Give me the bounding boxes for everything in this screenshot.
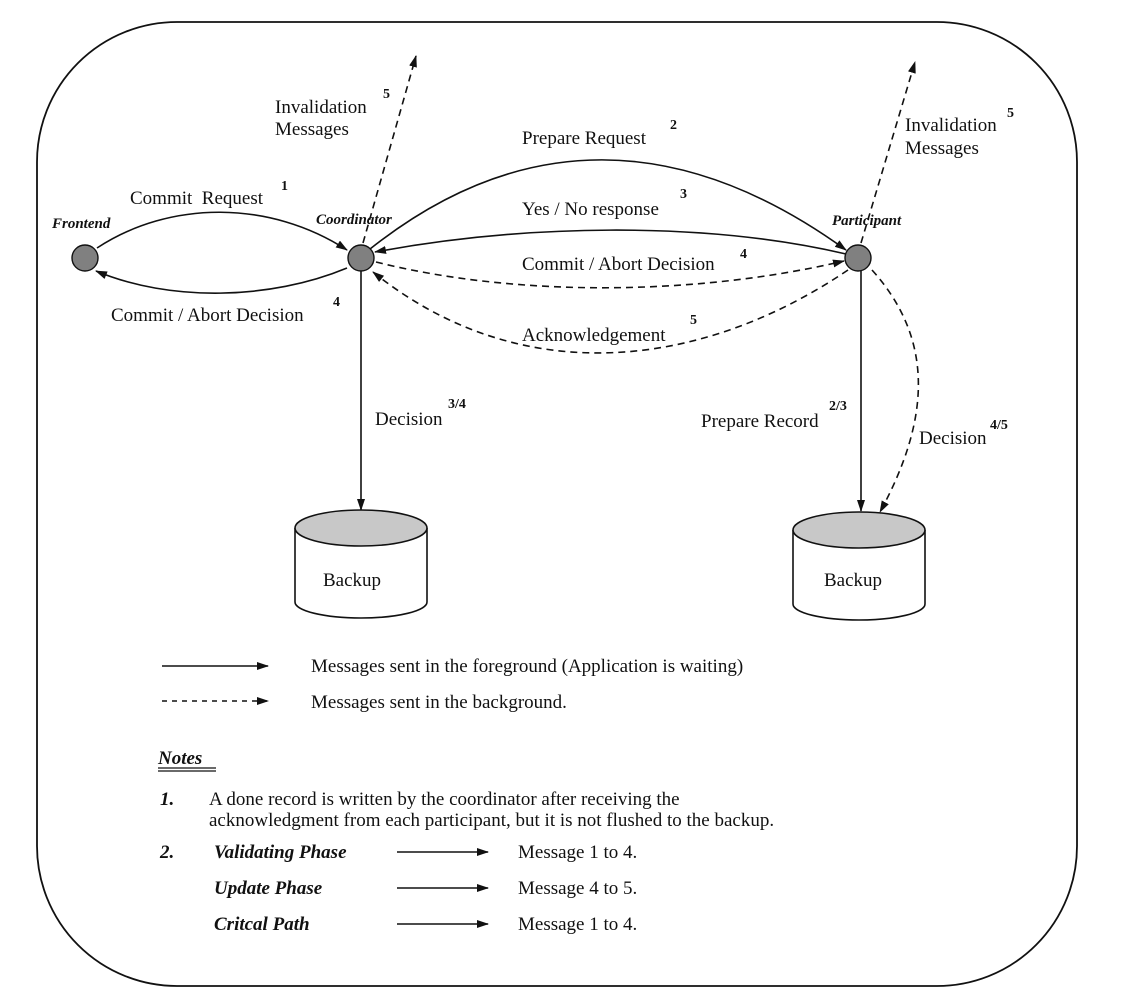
invalidation-coord-num: 5 — [383, 87, 390, 102]
legend: Messages sent in the foreground (Applica… — [162, 656, 743, 713]
coordinator-backup-label: Backup — [323, 570, 381, 591]
edge-commit-abort-participant — [375, 259, 845, 289]
note-1-line1: A done record is written by the coordina… — [209, 789, 680, 810]
yes-no-num: 3 — [680, 187, 687, 202]
diagram-frame — [36, 21, 1078, 987]
commit-abort-frontend-label: Commit / Abort Decision — [111, 305, 304, 326]
frontend-node — [71, 244, 99, 272]
commit-abort-part-num: 4 — [740, 247, 747, 262]
frontend-label: Frontend — [51, 216, 111, 232]
invalidation-part-line1: Invalidation — [905, 115, 997, 136]
phase-update-value: Message 4 to 5. — [518, 878, 637, 899]
note-1-line2: acknowledgment from each participant, bu… — [209, 810, 774, 831]
prepare-record-label: Prepare Record — [701, 411, 819, 432]
participant-node — [844, 244, 872, 272]
yes-no-label: Yes / No response — [522, 199, 659, 220]
invalidation-coord-line1: Invalidation — [275, 97, 367, 118]
legend-background-text: Messages sent in the background. — [311, 692, 567, 713]
edge-invalidation-coordinator — [362, 55, 417, 244]
edge-acknowledgement — [372, 269, 849, 354]
phase-validating-value: Message 1 to 4. — [518, 842, 637, 863]
prepare-request-label: Prepare Request — [522, 128, 647, 149]
invalidation-part-num: 5 — [1007, 106, 1014, 121]
phase-update-name: Update Phase — [214, 878, 323, 899]
invalidation-part-line2: Messages — [905, 138, 979, 159]
phase-validating-name: Validating Phase — [214, 842, 347, 863]
acknowledgement-num: 5 — [690, 313, 697, 328]
legend-foreground-text: Messages sent in the foreground (Applica… — [311, 656, 743, 677]
commit-abort-frontend-num: 4 — [333, 295, 340, 310]
coord-decision-num: 3/4 — [448, 397, 466, 412]
coordinator-node — [347, 244, 375, 272]
edge-prepare-request — [369, 159, 847, 251]
coordinator-label: Coordinator — [316, 212, 392, 228]
note-1-number: 1. — [160, 789, 174, 810]
notes-section: Notes 1. A done record is written by the… — [157, 748, 774, 935]
commit-abort-part-label: Commit / Abort Decision — [522, 254, 715, 275]
phase-critical-name: Critcal Path — [214, 914, 310, 935]
note-2-number: 2. — [159, 842, 174, 863]
prepare-request-num: 2 — [670, 118, 677, 133]
acknowledgement-label: Acknowledgement — [522, 325, 666, 346]
edge-part-decision — [871, 269, 920, 513]
edge-yes-no-response — [374, 229, 847, 255]
participant-backup-label: Backup — [824, 570, 882, 591]
invalidation-coord-line2: Messages — [275, 119, 349, 140]
commit-request-num: 1 — [281, 179, 288, 194]
edge-commit-request — [96, 211, 348, 251]
coordinator-backup-db: Backup — [294, 509, 428, 619]
part-decision-num: 4/5 — [990, 418, 1008, 433]
part-decision-label: Decision — [919, 428, 987, 449]
commit-request-label: Commit Request — [130, 188, 264, 209]
prepare-record-num: 2/3 — [829, 399, 847, 414]
notes-title: Notes — [157, 748, 202, 769]
participant-backup-db: Backup — [792, 511, 926, 621]
phase-critical-value: Message 1 to 4. — [518, 914, 637, 935]
edge-commit-abort-frontend — [95, 267, 348, 294]
coord-decision-label: Decision — [375, 409, 443, 430]
edge-invalidation-participant — [860, 61, 916, 244]
participant-label: Participant — [832, 213, 902, 229]
